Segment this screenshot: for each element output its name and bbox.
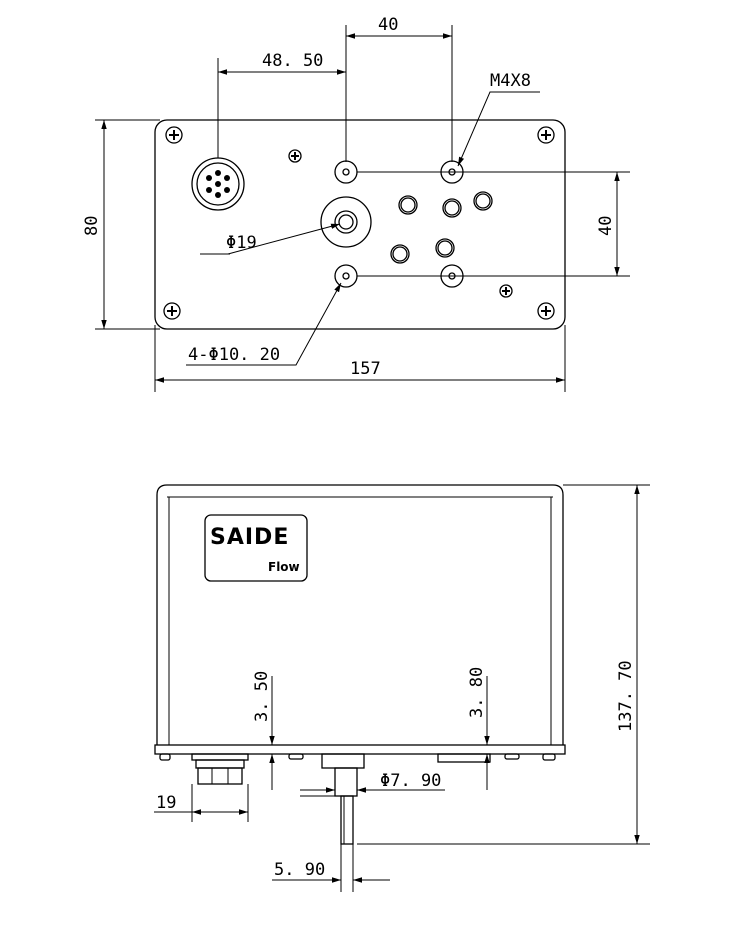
corner-screw-icon bbox=[537, 126, 555, 144]
dim-157: 157 bbox=[350, 359, 381, 379]
dim-137-70: 137. 70 bbox=[616, 660, 636, 732]
corner-screw-icon bbox=[163, 302, 181, 320]
main-bore bbox=[320, 196, 372, 248]
corner-screw-icon bbox=[537, 302, 555, 320]
small-screw-icon bbox=[288, 149, 302, 163]
corner-screw-icon bbox=[165, 126, 183, 144]
logo-subtitle: Flow bbox=[268, 560, 300, 574]
extension-lines bbox=[95, 25, 630, 392]
logo-brand: SAIDE bbox=[210, 525, 289, 550]
top-dimension-labels: 40 48. 50 M4X8 80 40 Φ19 4-Φ10. 20 157 bbox=[82, 15, 616, 379]
housing bbox=[156, 484, 564, 745]
dim-19: 19 bbox=[156, 793, 176, 813]
port-hole bbox=[390, 191, 493, 264]
top-plate bbox=[154, 119, 566, 330]
dim-40-horizontal: 40 bbox=[378, 15, 398, 35]
front-view: SAIDE Flow bbox=[154, 484, 650, 892]
front-dimension-labels: 137. 70 3. 50 3. 80 Φ7. 90 19 5. 90 bbox=[156, 660, 636, 880]
dim-bore: Φ19 bbox=[226, 233, 257, 253]
base-plate bbox=[154, 744, 566, 755]
connector-icon bbox=[191, 157, 245, 211]
dim-3-80: 3. 80 bbox=[467, 667, 487, 718]
mounting-hole bbox=[334, 160, 358, 184]
connector-body bbox=[191, 753, 249, 785]
mounting-hole bbox=[334, 264, 358, 288]
small-screw-icon bbox=[499, 284, 513, 298]
dim-3-50: 3. 50 bbox=[252, 671, 272, 722]
tube-fitting bbox=[321, 753, 365, 845]
dim-80: 80 bbox=[82, 216, 102, 236]
dim-tube-diameter: Φ7. 90 bbox=[380, 771, 441, 791]
dim-hole-pattern: 4-Φ10. 20 bbox=[188, 345, 280, 365]
front-dimension-lines bbox=[154, 485, 640, 883]
dim-thread: M4X8 bbox=[490, 71, 531, 91]
dim-48-50: 48. 50 bbox=[262, 51, 323, 71]
top-view: 40 48. 50 M4X8 80 40 Φ19 4-Φ10. 20 157 bbox=[82, 15, 630, 392]
dimension-lines bbox=[101, 33, 620, 383]
dim-5-90: 5. 90 bbox=[274, 860, 325, 880]
logo-plate bbox=[204, 514, 308, 582]
dim-40-vertical: 40 bbox=[596, 216, 616, 236]
